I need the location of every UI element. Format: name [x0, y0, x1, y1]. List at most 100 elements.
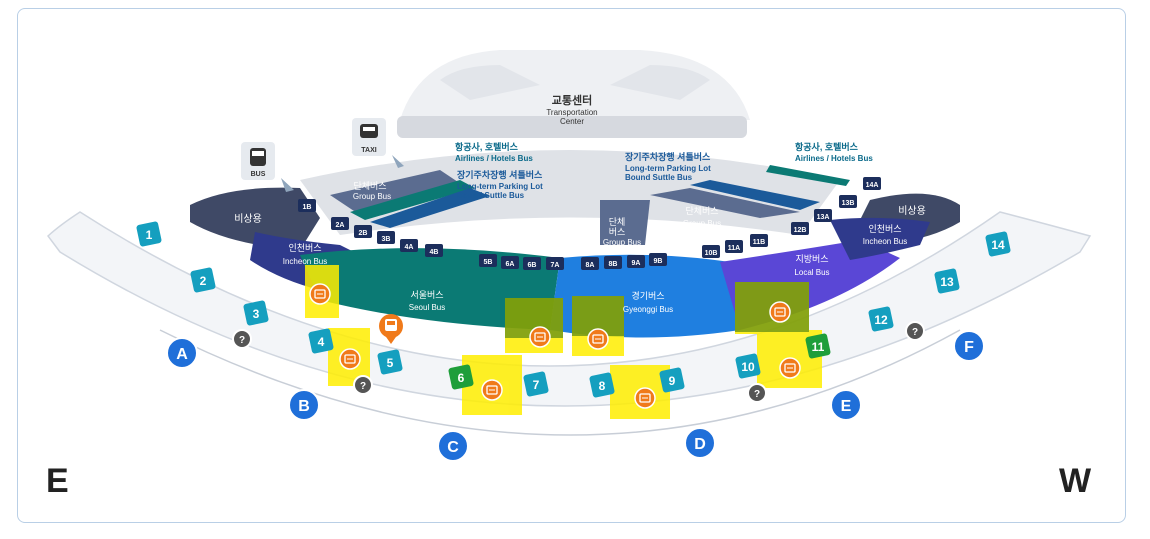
gate-5[interactable]: 5: [377, 349, 403, 375]
gate-label: 14: [991, 238, 1005, 252]
bus-stop-4a[interactable]: 4A: [400, 239, 418, 252]
gate-14[interactable]: 14: [985, 231, 1011, 257]
bus-stop-6a[interactable]: 6A: [501, 256, 519, 269]
ticket-icon[interactable]: [529, 326, 551, 348]
parking-lane-left: [350, 180, 475, 220]
bus-stop-2a[interactable]: 2A: [331, 217, 349, 230]
transport-center-wing-right: [610, 65, 710, 100]
ticket-icon[interactable]: [634, 387, 656, 409]
bus-stop-11a[interactable]: 11A: [725, 240, 743, 253]
bus-stop-label: 12B: [794, 227, 807, 234]
gate-13[interactable]: 13: [934, 268, 960, 294]
entrance-label: C: [447, 439, 459, 456]
gate-3[interactable]: 3: [243, 300, 269, 326]
gate-label: 4: [318, 335, 325, 349]
bus-stop-10b[interactable]: 10B: [702, 245, 720, 258]
gate-8[interactable]: 8: [589, 372, 615, 398]
local-en: Local Bus: [794, 268, 829, 277]
parking-left-en1: Long-term Parking Lot: [457, 182, 543, 191]
bus-stop-13b[interactable]: 13B: [839, 195, 857, 208]
emergency-zone-left: [190, 187, 320, 250]
gate-label: 13: [940, 275, 954, 289]
bus-stop-3b[interactable]: 3B: [377, 231, 395, 244]
emergency-right-label: 비상용: [898, 205, 926, 217]
bus-stop-9b[interactable]: 9B: [649, 253, 667, 266]
bus-stop-label: 5B: [484, 259, 493, 266]
entrance-badges: A B C D E F: [166, 330, 985, 462]
bus-stop-label: 2B: [359, 230, 368, 237]
gate-4[interactable]: 4: [308, 328, 334, 354]
bus-stop-7a[interactable]: 7A: [546, 257, 564, 270]
bus-stop-11b[interactable]: 11B: [750, 234, 768, 247]
highlight-overlap-areas: [505, 282, 809, 338]
taxi-label: TAXI: [361, 147, 376, 154]
seoul-en: Seoul Bus: [409, 303, 445, 312]
gate-11[interactable]: 11: [805, 333, 831, 359]
bus-stop-4b[interactable]: 4B: [425, 244, 443, 257]
ticket-icon[interactable]: [339, 348, 361, 370]
arrow-icon: [281, 178, 294, 192]
info-icon[interactable]: ?: [905, 321, 925, 341]
group-mid-en: Group Bus: [603, 238, 641, 247]
transport-center-wing-left: [440, 65, 540, 100]
gate-label: 2: [200, 274, 207, 288]
bus-stop-2b[interactable]: 2B: [354, 225, 372, 238]
group-mid-ko2: 버스: [609, 227, 626, 237]
info-icon-glyph: ?: [912, 327, 918, 338]
bus-stop-13a[interactable]: 13A: [814, 209, 832, 222]
gate-1[interactable]: 1: [136, 221, 162, 247]
gyeonggi-en: Gyeonggi Bus: [623, 305, 673, 314]
orange-bus-pin-icon[interactable]: [379, 314, 403, 344]
bus-stop-label: 9A: [632, 260, 641, 267]
entrance-e[interactable]: E: [830, 389, 862, 421]
ticket-icon[interactable]: [779, 357, 801, 379]
entrance-d[interactable]: D: [684, 427, 716, 459]
entrance-b[interactable]: B: [288, 389, 320, 421]
gate-label: 8: [599, 379, 606, 393]
entrance-a[interactable]: A: [166, 337, 198, 369]
incheon-right-en: Incheon Bus: [863, 237, 907, 246]
gate-2[interactable]: 2: [190, 267, 216, 293]
ticket-icon[interactable]: [587, 328, 609, 350]
bus-stop-6b[interactable]: 6B: [523, 257, 541, 270]
bus-stop-label: 9B: [654, 258, 663, 265]
gate-label: 7: [533, 378, 540, 392]
gate-label: 9: [669, 374, 676, 388]
bus-stop-14a[interactable]: 14A: [863, 177, 881, 190]
gate-label: 10: [741, 360, 755, 374]
info-icon[interactable]: ?: [353, 375, 373, 395]
gate-12[interactable]: 12: [868, 306, 894, 332]
entrance-label: B: [298, 398, 310, 415]
gate-label: 12: [874, 313, 888, 327]
ticket-icon[interactable]: [481, 379, 503, 401]
ticket-icon[interactable]: [309, 283, 331, 305]
bus-stop-9a[interactable]: 9A: [627, 255, 645, 268]
bus-stop-label: 10B: [705, 250, 718, 257]
airline-lane-left: [370, 188, 490, 228]
gate-6[interactable]: 6: [448, 364, 474, 390]
info-icon[interactable]: ?: [232, 329, 252, 349]
bus-icon: BUS: [241, 142, 275, 180]
entrance-f[interactable]: F: [953, 330, 985, 362]
gyeonggi-ko: 경기버스: [631, 290, 664, 301]
bus-stop-label: 6B: [528, 262, 537, 269]
bus-stop-8b[interactable]: 8B: [604, 256, 622, 269]
ticket-icon[interactable]: [769, 301, 791, 323]
group-right-en: Group Bus: [683, 219, 721, 228]
gate-10[interactable]: 10: [735, 353, 761, 379]
bus-stop-1b[interactable]: 1B: [298, 199, 316, 212]
bus-stop-5b[interactable]: 5B: [479, 254, 497, 267]
entrance-c[interactable]: C: [437, 430, 469, 462]
group-left-en: Group Bus: [353, 192, 391, 201]
ticket-icons: [309, 283, 801, 409]
bus-stop-label: 13A: [817, 214, 830, 221]
gate-7[interactable]: 7: [523, 371, 549, 397]
info-icon[interactable]: ?: [747, 383, 767, 403]
bus-stop-label: 4A: [405, 244, 414, 251]
compass-west: W: [1059, 462, 1092, 500]
gate-9[interactable]: 9: [659, 367, 685, 393]
bus-stop-label: 11B: [753, 239, 765, 246]
bus-stop-8a[interactable]: 8A: [581, 257, 599, 270]
bus-stop-12b[interactable]: 12B: [791, 222, 809, 235]
